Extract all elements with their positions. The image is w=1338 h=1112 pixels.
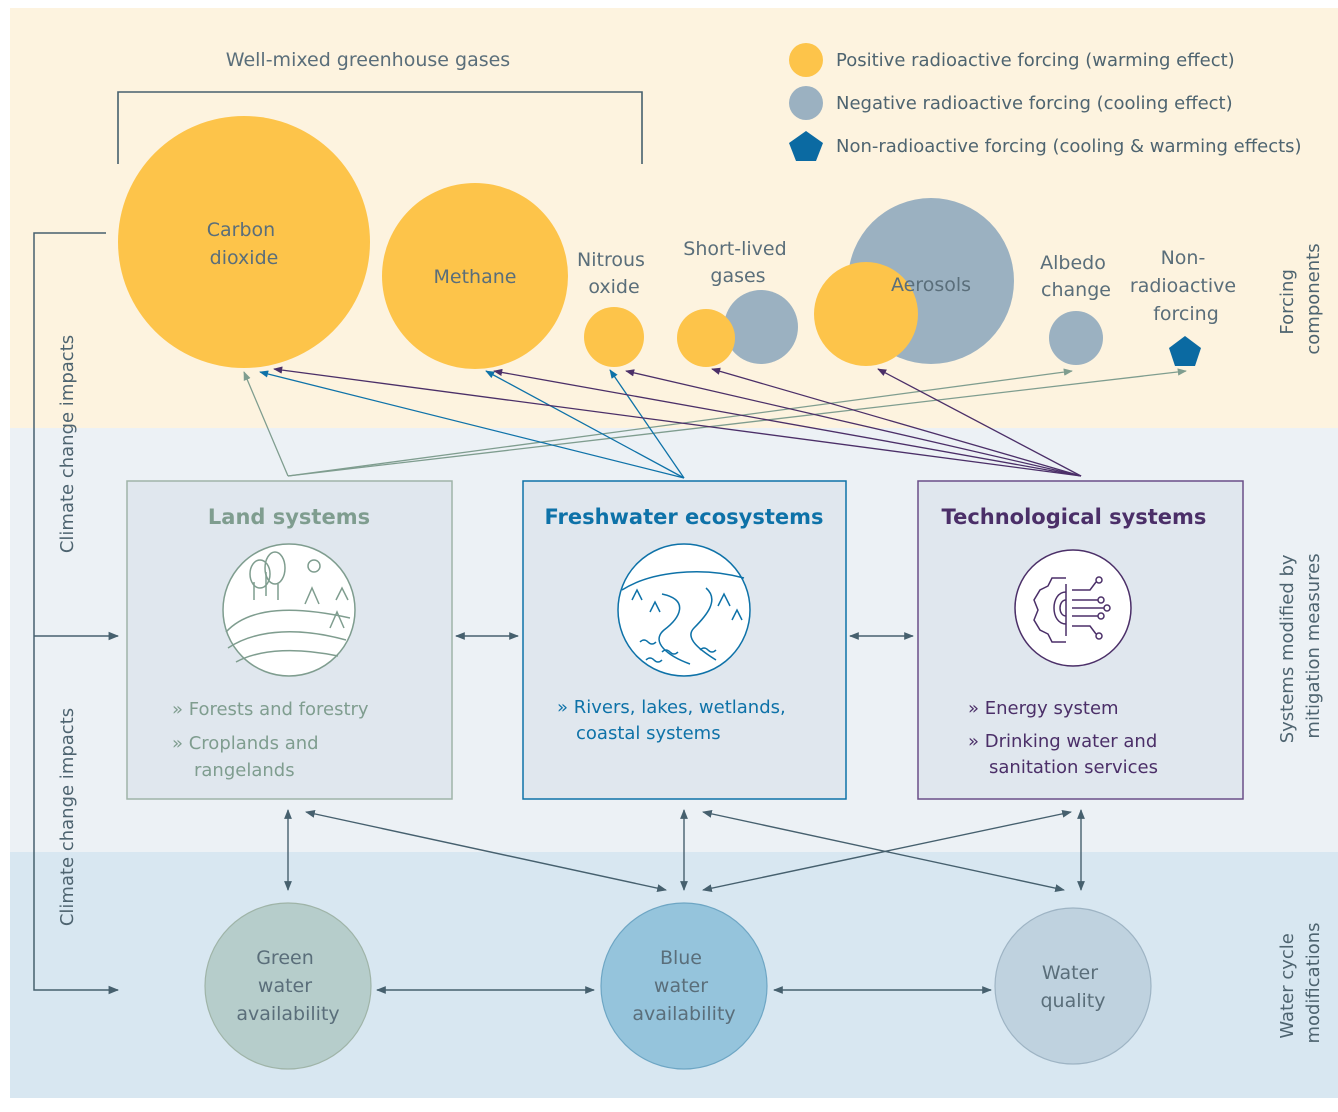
non-radioactive-label: Non- radioactive forcing	[1130, 247, 1242, 325]
water-cycle: Green water availability Blue water avai…	[204, 902, 1152, 1070]
technological-systems-box: Technological systems » Energy system » …	[917, 480, 1244, 800]
aerosols-positive-circle	[814, 262, 918, 366]
climate-impacts-loop	[33, 232, 120, 995]
legend-pentagon-icon	[789, 131, 823, 161]
legend-nonradioactive-label: Non-radioactive forcing (cooling & warmi…	[836, 136, 1302, 157]
nitrous-oxide-label: Nitrous oxide	[577, 249, 651, 298]
tech-forcing-arrows	[273, 366, 1082, 477]
climate-impacts-label-top: Climate change impacts	[57, 335, 78, 553]
water-quality-circle	[994, 907, 1152, 1065]
green-water-label: Green water availability	[236, 947, 339, 1025]
albedo-label: Albedo change	[1040, 252, 1112, 301]
gear-circuit-icon	[1014, 549, 1132, 667]
freshwater-bullet-1: » Rivers, lakes, wetlands, coastal syste…	[557, 697, 791, 744]
group-label: Well-mixed greenhouse gases	[226, 49, 510, 71]
legend-negative-swatch	[789, 86, 823, 120]
non-radioactive-pentagon-icon	[1169, 336, 1201, 366]
water-quality-label: Water quality	[1041, 962, 1106, 1012]
aerosols-label: Aerosols	[891, 274, 971, 296]
blue-water-label: Blue water availability	[632, 947, 735, 1025]
climate-impacts-label-bottom: Climate change impacts	[57, 708, 78, 926]
carbon-dioxide-label: Carbon dioxide	[207, 219, 282, 269]
tech-bullet-1: » Energy system	[968, 698, 1119, 719]
short-lived-positive-circle	[677, 309, 735, 367]
short-lived-negative-circle	[724, 290, 798, 364]
blue-water-circle	[600, 902, 768, 1070]
methane-label: Methane	[434, 266, 517, 288]
river-icon	[617, 543, 751, 677]
land-systems-title: Land systems	[208, 505, 370, 529]
legend-positive-swatch	[789, 43, 823, 77]
tech-title: Technological systems	[942, 505, 1207, 529]
land-forcing-arrows	[243, 368, 1187, 477]
section-label-water: Water cycle modifications	[1277, 922, 1324, 1043]
legend: Positive radioactive forcing (warming ef…	[789, 43, 1302, 161]
freshwater-title: Freshwater ecosystems	[544, 505, 823, 529]
land-bullet-1: » Forests and forestry	[172, 699, 369, 720]
group-bracket	[117, 91, 643, 164]
tech-bullet-2: » Drinking water and sanitation services	[968, 731, 1163, 778]
short-lived-label: Short-lived gases	[683, 238, 792, 287]
albedo-circle	[1049, 311, 1103, 365]
freshwater-ecosystems-box: Freshwater ecosystems » Rivers, lakes, w…	[522, 480, 847, 800]
landscape-icon	[222, 543, 356, 677]
carbon-dioxide-circle	[118, 116, 370, 368]
forcing-components: Carbon dioxide Methane Nitrous oxide Sho…	[118, 116, 1242, 369]
section-label-forcing: Forcing components	[1277, 243, 1324, 354]
methane-circle	[382, 183, 568, 369]
freshwater-forcing-arrows	[259, 369, 685, 479]
land-bullet-2: » Croplands and rangelands	[172, 733, 324, 781]
section-label-systems: Systems modified by mitigation measures	[1277, 549, 1324, 744]
legend-negative-label: Negative radioactive forcing (cooling ef…	[836, 93, 1233, 114]
system-water-links	[284, 809, 1085, 893]
legend-positive-label: Positive radioactive forcing (warming ef…	[836, 50, 1235, 71]
nitrous-oxide-circle	[584, 307, 644, 367]
land-systems-box: Land systems » Forests and forestry » Cr…	[126, 480, 453, 800]
green-water-circle	[204, 902, 372, 1070]
